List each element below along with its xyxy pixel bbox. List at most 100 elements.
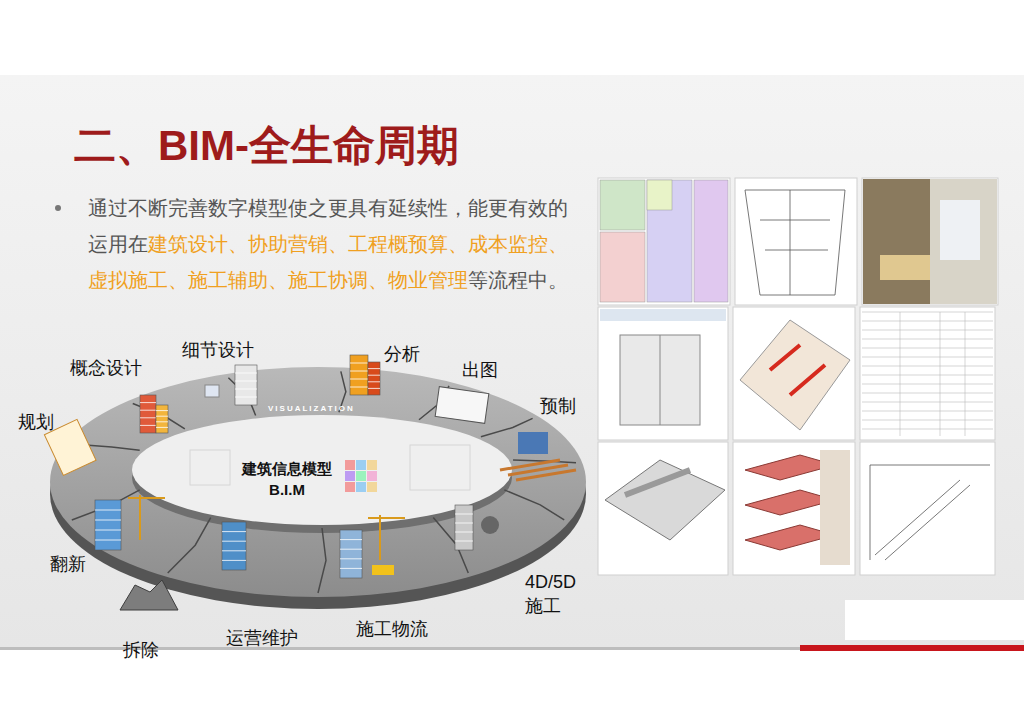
art-line — [862, 402, 993, 403]
art-line — [862, 312, 993, 313]
art-g — [222, 522, 246, 570]
art-line — [140, 402, 156, 403]
art-line — [156, 427, 168, 428]
art-line — [516, 470, 576, 480]
art-line — [95, 510, 121, 511]
stage-label: 施工物流 — [356, 617, 428, 641]
stage-label: 拆除 — [123, 638, 159, 662]
art-rect — [410, 445, 470, 490]
art-rect — [0, 75, 1024, 648]
art-line — [156, 410, 168, 411]
art-line — [140, 417, 156, 418]
art-g — [156, 405, 168, 433]
art-path — [168, 518, 211, 573]
art-rect — [733, 442, 855, 575]
art-rect — [862, 178, 998, 305]
stage-label: 4D/5D 施工 — [525, 570, 583, 618]
art-rect — [222, 522, 246, 570]
art-rect — [372, 565, 394, 575]
art-g — [368, 362, 380, 395]
art-rect — [340, 530, 362, 578]
art-rect — [235, 365, 257, 405]
art-line — [235, 397, 257, 398]
art-path — [318, 528, 326, 593]
art-line — [95, 520, 121, 521]
art-line — [95, 540, 121, 541]
art-line — [222, 550, 246, 551]
art-rect — [368, 362, 380, 395]
art-rect — [455, 505, 473, 550]
art-rect — [940, 200, 980, 260]
art-rect — [356, 471, 366, 481]
art-line — [455, 541, 473, 542]
art-rect — [647, 180, 672, 210]
art-line — [128, 497, 165, 499]
art-line — [862, 357, 993, 358]
art-line — [139, 495, 141, 540]
art-rect — [800, 645, 1024, 651]
art-circle — [481, 516, 499, 534]
art-rect — [930, 179, 997, 304]
art-rect — [820, 450, 850, 565]
art-line — [368, 375, 380, 376]
art-rect — [733, 307, 855, 440]
art-rect — [156, 405, 168, 433]
art-rect — [205, 385, 219, 397]
art-line — [368, 517, 405, 519]
art-line — [862, 429, 993, 430]
art-line — [455, 523, 473, 524]
art-line — [350, 387, 368, 388]
art-line — [350, 363, 368, 364]
art-line — [862, 366, 993, 367]
bullet-paragraph: 通过不断完善数字模型使之更具有延续性，能更有效的运用在建筑设计、协助营销、工程概… — [88, 190, 583, 298]
art-path — [770, 345, 825, 395]
art-rect — [600, 232, 645, 302]
art-g — [368, 515, 405, 560]
art-line — [660, 335, 661, 425]
art-rect — [518, 432, 548, 454]
art-rect — [345, 482, 355, 492]
art-line — [455, 514, 473, 515]
art-circle — [55, 205, 61, 211]
art-line — [235, 389, 257, 390]
art-line — [140, 425, 156, 426]
art-rect — [860, 307, 995, 440]
art-g — [455, 505, 473, 550]
art-g — [140, 395, 156, 433]
art-rect — [860, 442, 995, 575]
art-path — [625, 470, 690, 495]
art-line — [862, 321, 993, 322]
art-path — [504, 490, 564, 520]
art-g — [128, 495, 165, 540]
center-label: 建筑信息模型 B.I.M — [238, 458, 336, 500]
art-rect — [345, 471, 355, 481]
art-rect — [435, 387, 489, 424]
art-rect — [0, 647, 800, 650]
art-rect — [598, 178, 730, 305]
art-line — [368, 381, 380, 382]
art-line — [222, 560, 246, 561]
stage-label: 细节设计 — [182, 338, 254, 362]
art-rect — [880, 255, 930, 280]
stage-label: 分析 — [384, 342, 420, 366]
art-line — [95, 530, 121, 531]
art-line — [140, 410, 156, 411]
slide-title: 二、BIM-全生命周期 — [74, 118, 459, 174]
art-rect — [367, 482, 377, 492]
art-rect — [190, 450, 230, 485]
art-line — [222, 531, 246, 532]
art-line — [235, 373, 257, 374]
art-line — [340, 558, 362, 559]
art-line — [340, 568, 362, 569]
art-rect — [647, 180, 692, 302]
art-rect — [620, 335, 700, 425]
art-rect — [598, 442, 728, 575]
stage-label: 出图 — [462, 358, 498, 382]
art-rect — [356, 460, 366, 470]
art-line — [350, 379, 368, 380]
art-line — [862, 420, 993, 421]
art-line — [350, 371, 368, 372]
art-path — [870, 465, 990, 560]
art-rect — [140, 395, 156, 433]
